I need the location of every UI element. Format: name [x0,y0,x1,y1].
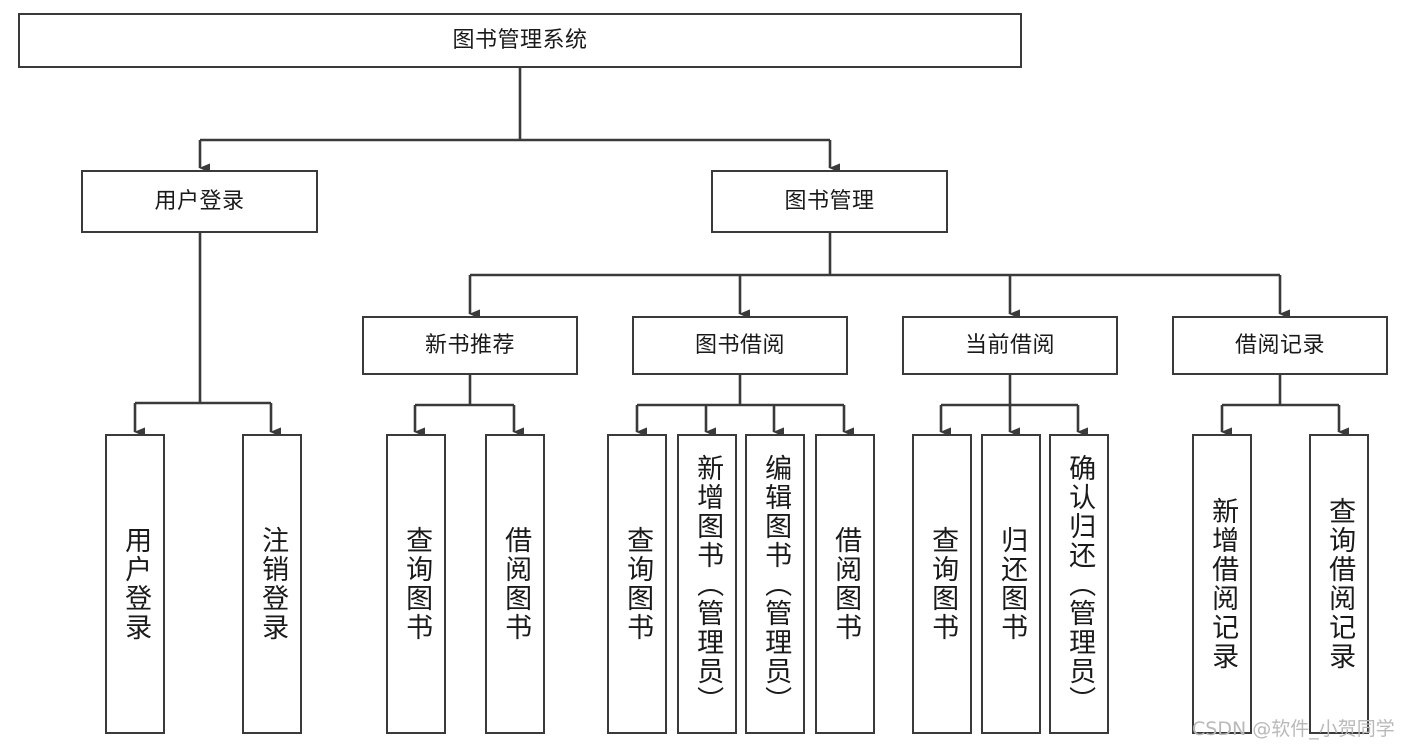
leaf-query-book-borrow[interactable]: 查询图书 [607,434,667,734]
node-label: 新增图书（管理员） [692,453,724,715]
leaf-return-book[interactable]: 归还图书 [981,434,1041,734]
node-label: 当前借阅 [964,332,1055,358]
node-label: 用户登录 [120,526,152,642]
node-book-management[interactable]: 图书管理 [711,170,948,233]
node-root-book-management-system[interactable]: 图书管理系统 [18,13,1022,68]
node-label: 新书推荐 [424,332,515,358]
node-label: 借阅图书 [500,526,532,642]
node-borrowing-records[interactable]: 借阅记录 [1172,316,1388,375]
leaf-add-borrow-record[interactable]: 新增借阅记录 [1192,434,1252,734]
node-current-borrowing[interactable]: 当前借阅 [902,316,1118,375]
leaf-borrow-book-new[interactable]: 借阅图书 [485,434,545,734]
leaf-logout[interactable]: 注销登录 [242,434,302,734]
leaf-query-book-new[interactable]: 查询图书 [386,434,446,734]
node-label: 借阅记录 [1234,332,1325,358]
node-label: 编辑图书（管理员） [760,453,792,715]
node-label: 查询借阅记录 [1324,497,1356,671]
node-book-borrowing[interactable]: 图书借阅 [632,316,848,375]
leaf-confirm-return-admin[interactable]: 确认归还（管理员） [1049,434,1109,734]
leaf-edit-book-admin[interactable]: 编辑图书（管理员） [745,434,805,734]
node-label: 归还图书 [996,526,1028,642]
leaf-query-book-current[interactable]: 查询图书 [912,434,972,734]
csdn-watermark: CSDN @软件_小贺同学 [1192,718,1395,740]
node-label: 图书借阅 [694,332,785,358]
node-label: 注销登录 [257,526,289,642]
node-user-login[interactable]: 用户登录 [81,170,318,233]
leaf-add-book-admin[interactable]: 新增图书（管理员） [677,434,737,734]
node-label: 查询图书 [401,526,433,642]
node-new-book-recommendation[interactable]: 新书推荐 [362,316,578,375]
node-label: 新增借阅记录 [1207,497,1239,671]
node-label: 查询图书 [927,526,959,642]
leaf-query-borrow-record[interactable]: 查询借阅记录 [1309,434,1369,734]
node-label: 图书管理系统 [452,27,588,53]
leaf-user-login[interactable]: 用户登录 [105,434,165,734]
leaf-borrow-book[interactable]: 借阅图书 [815,434,875,734]
node-label: 用户登录 [154,188,245,214]
node-label: 查询图书 [622,526,654,642]
node-label: 确认归还（管理员） [1064,453,1096,715]
node-label: 借阅图书 [830,526,862,642]
node-label: 图书管理 [784,188,875,214]
